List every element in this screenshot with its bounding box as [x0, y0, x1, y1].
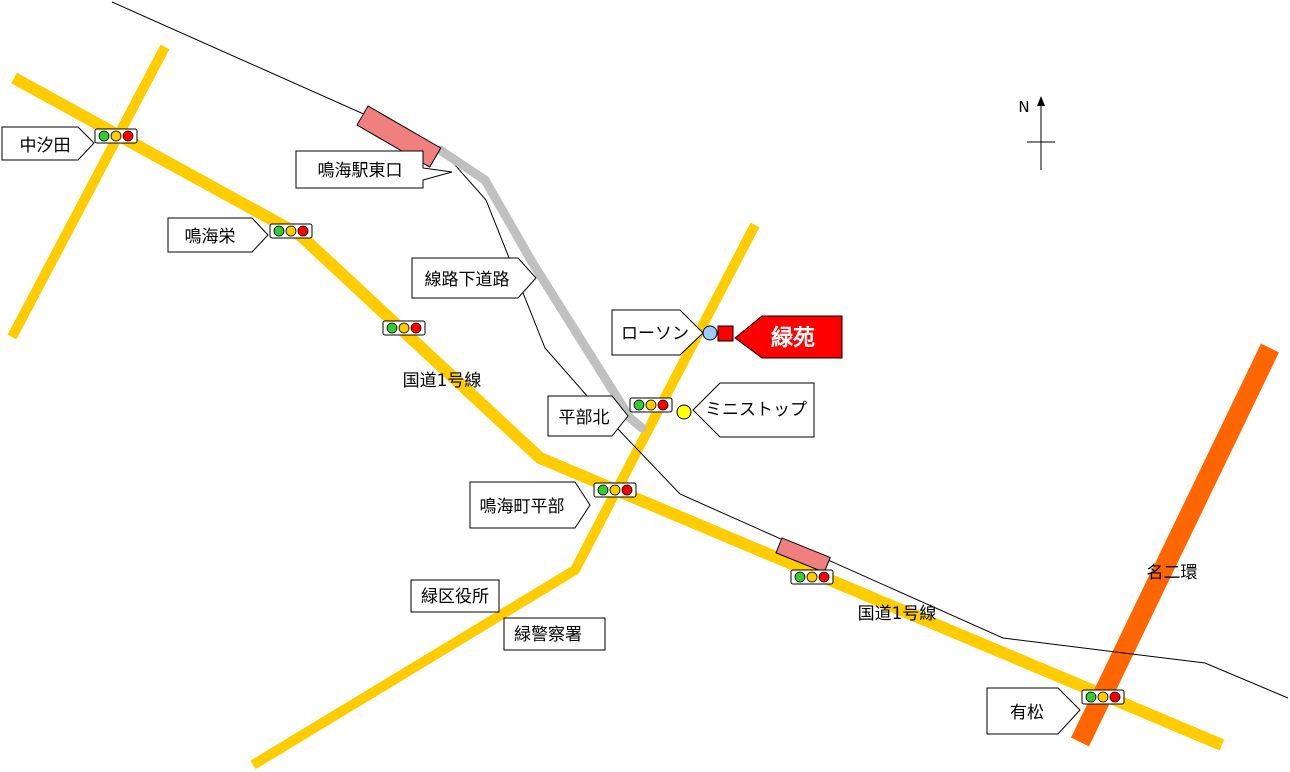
callout-narumicho-hirabe: 鳴海町平部 — [469, 481, 591, 529]
label-lawson: ローソン — [621, 324, 689, 344]
label-arimatsu: 有松 — [1010, 703, 1044, 723]
callout-narumi-station-east: 鳴海駅東口 — [295, 150, 453, 189]
north-arrow-icon: N — [1018, 96, 1055, 170]
traffic-light-icon — [790, 569, 834, 585]
compass-label: N — [1018, 98, 1029, 116]
callout-hirabe-kita: 平部北 — [547, 395, 629, 437]
label-narumicho-hirabe: 鳴海町平部 — [480, 497, 565, 517]
callout-arimatsu: 有松 — [986, 687, 1081, 735]
label-midori-police: 緑警察署 — [514, 625, 582, 645]
road-nakashioda-crossing — [7, 44, 170, 340]
callout-ministop: ミニストップ — [692, 382, 815, 438]
callout-underpass: 線路下道路 — [411, 257, 537, 299]
callout-narumi-sakae: 鳴海栄 — [167, 217, 269, 253]
traffic-light-icon — [94, 128, 138, 144]
callout-midori-police: 緑警察署 — [503, 617, 606, 651]
label-nakashioda: 中汐田 — [20, 136, 71, 156]
underpass-road — [435, 145, 647, 433]
station-icon — [775, 537, 831, 573]
lawson-marker — [702, 325, 718, 341]
callout-nakashioda: 中汐田 — [1, 126, 95, 161]
label-route1-lower: 国道1号線 — [858, 604, 937, 624]
traffic-light-icon — [382, 320, 426, 336]
destination-label: 緑苑 — [771, 325, 815, 351]
traffic-light-icon — [629, 397, 673, 413]
label-narumi-station-east: 鳴海駅東口 — [318, 161, 403, 181]
road-meiji-ring — [1070, 343, 1280, 747]
label-underpass: 線路下道路 — [425, 270, 510, 290]
callout-lawson: ローソン — [611, 309, 704, 356]
label-route1-upper: 国道1号線 — [403, 371, 482, 391]
railway-line — [111, 1, 1289, 699]
label-midori-ward-office: 緑区役所 — [421, 587, 489, 607]
traffic-light-icon — [1081, 689, 1125, 705]
traffic-light-icon — [269, 223, 313, 239]
callout-midori-ward-office: 緑区役所 — [410, 579, 500, 613]
label-narumi-sakae: 鳴海栄 — [185, 227, 236, 247]
label-ministop: ミニストップ — [705, 400, 807, 420]
label-hirabe-kita: 平部北 — [559, 408, 610, 428]
road-route1 — [11, 72, 1225, 751]
traffic-light-icon — [593, 482, 637, 498]
ministop-marker — [676, 404, 692, 420]
label-meiji-ring: 名二環 — [1147, 563, 1198, 583]
destination-marker[interactable]: 緑苑 — [717, 315, 843, 359]
